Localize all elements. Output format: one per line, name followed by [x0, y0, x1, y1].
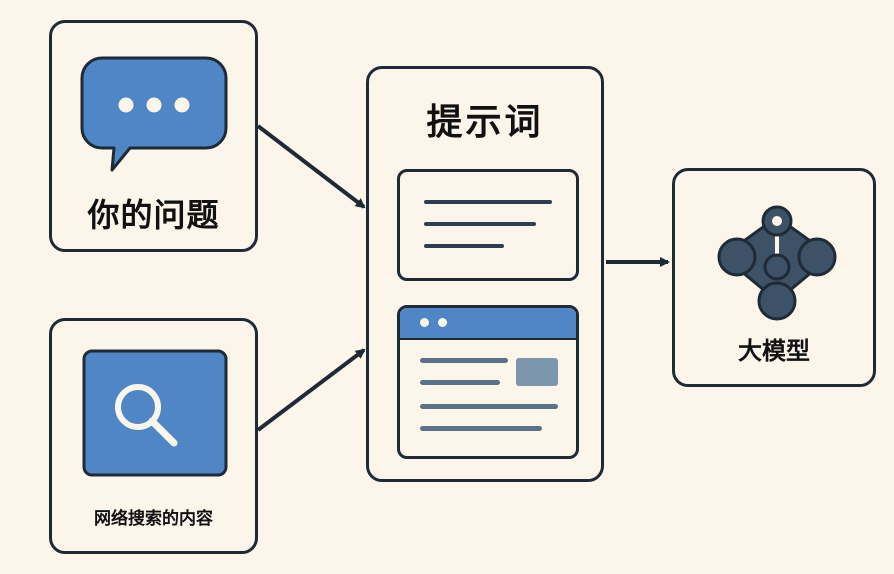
- model-label: 大模型: [738, 337, 810, 365]
- search-node: 网络搜索的内容: [49, 318, 258, 554]
- model-node: 大模型: [672, 168, 876, 387]
- image-placeholder: [516, 358, 558, 386]
- network-node-icon: [717, 205, 837, 321]
- prompt-node: 提示词: [366, 66, 604, 482]
- prompt-title: 提示词: [426, 102, 544, 143]
- browser-window-icon: [397, 305, 579, 459]
- browser-header: [400, 308, 576, 340]
- question-label: 你的问题: [87, 196, 220, 234]
- magnifier-icon: [82, 349, 228, 477]
- arrow-question-to-prompt: [256, 124, 366, 209]
- question-node: 你的问题: [49, 20, 258, 252]
- text-lines-icon: [397, 169, 579, 281]
- chat-bubble-icon: [80, 56, 228, 172]
- search-label: 网络搜索的内容: [94, 509, 213, 529]
- arrow-search-to-prompt: [256, 348, 366, 432]
